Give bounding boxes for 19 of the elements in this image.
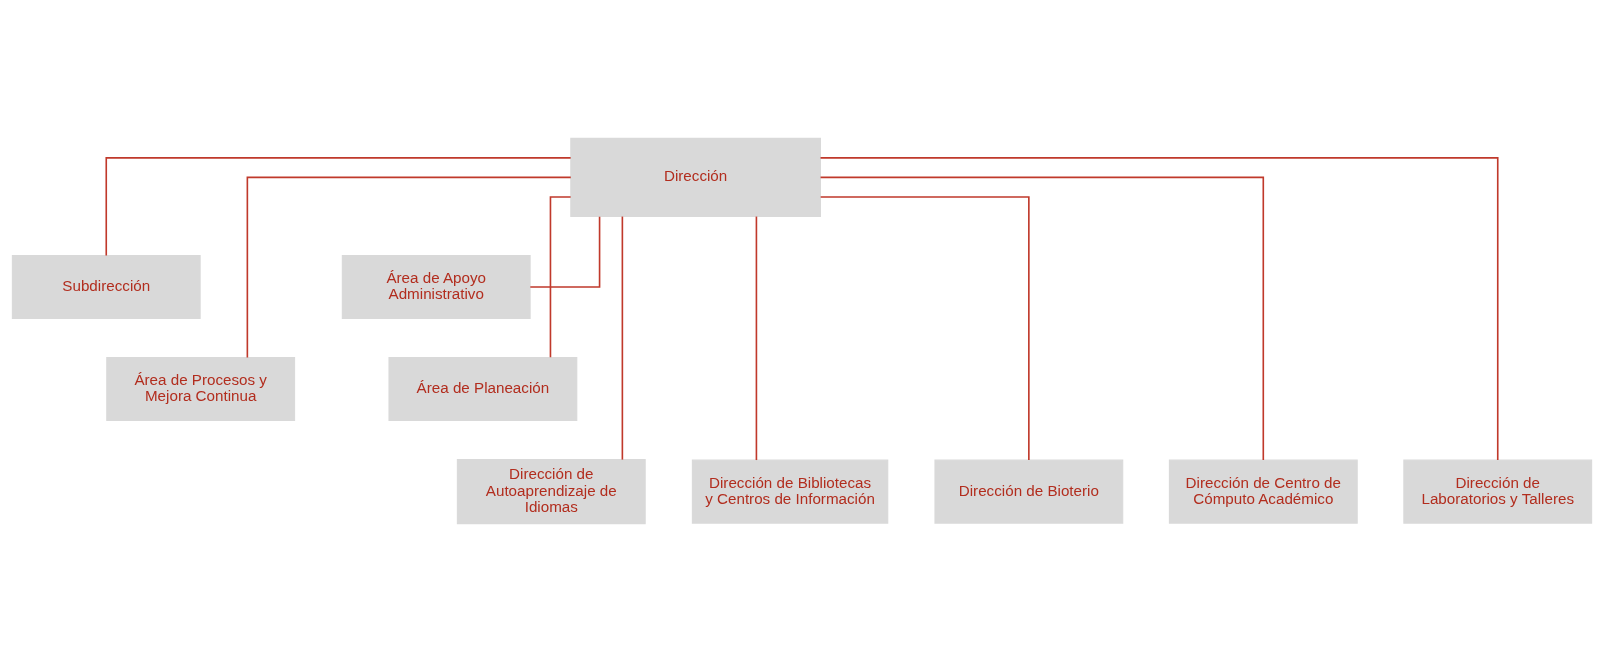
connector — [819, 157, 1499, 461]
node-box: Dirección de Autoaprendizaje de Idiomas — [456, 459, 646, 525]
connector — [529, 215, 601, 288]
node-box: Dirección de Centro de Cómputo Académico — [1168, 459, 1358, 524]
node-box: Área de Planeación — [388, 357, 578, 422]
node-box: Dirección de Bibliotecas y Centros de Información — [691, 459, 889, 524]
node-box: Dirección — [570, 137, 821, 218]
connector — [105, 157, 572, 257]
node-box: Área de Apoyo Administrativo — [341, 255, 531, 320]
connector — [549, 196, 572, 359]
connector — [621, 215, 624, 461]
connector — [755, 215, 758, 461]
node-box: Área de Procesos y Mejora Continua — [106, 357, 296, 422]
node-box: Dirección de Bioterio — [934, 459, 1124, 524]
connector — [819, 196, 1030, 461]
connector — [819, 176, 1265, 461]
connector — [246, 176, 572, 359]
node-box: Dirección de Laboratorios y Talleres — [1403, 459, 1593, 524]
node-box: Subdirección — [11, 255, 201, 320]
